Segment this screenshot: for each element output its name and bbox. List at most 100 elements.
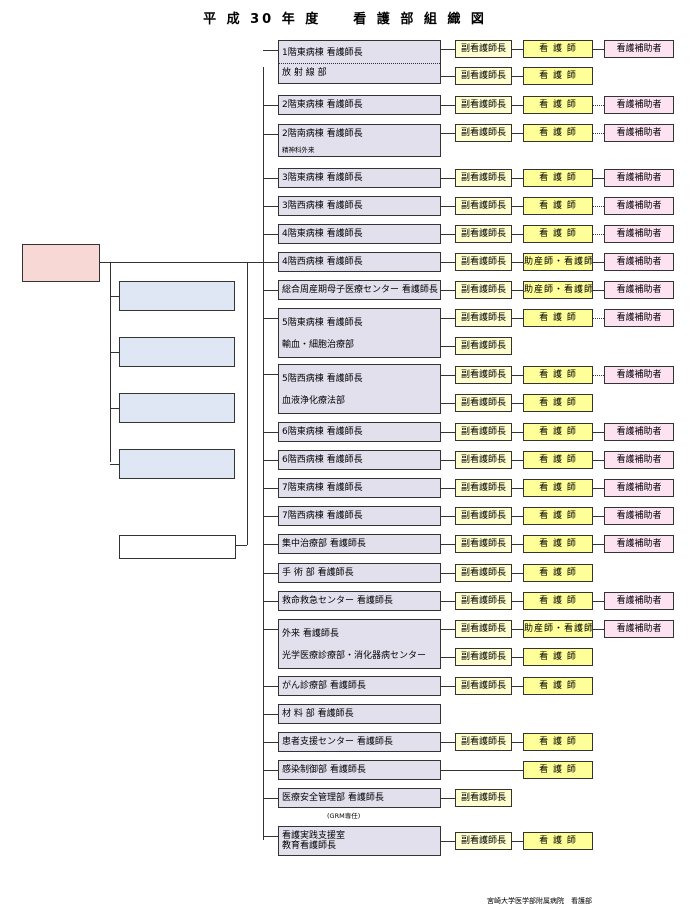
connector-line xyxy=(441,403,455,404)
connector-line xyxy=(441,629,455,630)
connector-line xyxy=(263,798,278,799)
connector-line xyxy=(512,544,523,545)
connector-line xyxy=(263,318,278,319)
connector-line xyxy=(512,629,523,630)
connector-line xyxy=(593,488,604,489)
nurse-box: 看 護 師 xyxy=(523,197,593,215)
connector-line xyxy=(263,601,278,602)
connector-line xyxy=(441,206,455,207)
nurse-box: 看 護 師 xyxy=(523,832,593,850)
connector-line xyxy=(593,178,604,179)
connector-line xyxy=(441,318,455,319)
dotted-connector xyxy=(593,105,604,106)
department-box: 外来 看護師長光学医療診療部・消化器病センター xyxy=(278,619,441,669)
connector-line xyxy=(263,50,278,51)
department-label: 医療安全管理部 看護師長 xyxy=(282,793,384,803)
nursing-assistant-box: 看護補助者 xyxy=(604,96,674,114)
department-label: 看護実践支援室 xyxy=(282,831,346,841)
connector-line xyxy=(441,262,455,263)
department-label: 6階西病棟 看護師長 xyxy=(282,455,363,465)
nursing-assistant-box: 看護補助者 xyxy=(604,281,674,299)
connector-line xyxy=(512,206,523,207)
nursing-director-box xyxy=(22,244,100,282)
connector-line xyxy=(441,105,455,106)
connector-line xyxy=(512,488,523,489)
nursing-assistant-box: 看護補助者 xyxy=(604,124,674,142)
connector-line xyxy=(263,573,278,574)
connector-line xyxy=(593,49,604,50)
department-box: 看護実践支援室教育看護師長 xyxy=(278,826,441,856)
connector-line xyxy=(593,516,604,517)
department-label: 2階東病棟 看護師長 xyxy=(282,100,363,110)
deputy-head-nurse-box: 副看護師長 xyxy=(455,366,512,384)
deputy-head-nurse-box: 副看護師長 xyxy=(455,592,512,610)
connector-line xyxy=(441,488,455,489)
nursing-assistant-box: 看護補助者 xyxy=(604,507,674,525)
deputy-trunk xyxy=(110,262,111,462)
department-label: 4階西病棟 看護師長 xyxy=(282,257,363,267)
dotted-connector xyxy=(593,133,604,134)
deputy-director-box xyxy=(119,393,235,423)
department-label: 血液浄化療法部 xyxy=(282,396,346,406)
chart-title: 平 成 30 年 度 看 護 部 組 織 図 xyxy=(203,12,487,27)
department-box: 材 料 部 看護師長 xyxy=(278,704,441,724)
connector-line xyxy=(441,432,455,433)
department-box: 7階東病棟 看護師長 xyxy=(278,478,441,498)
connector-line xyxy=(263,714,278,715)
connector-line xyxy=(512,234,523,235)
deputy-head-nurse-box: 副看護師長 xyxy=(455,309,512,327)
connector-line xyxy=(593,262,604,263)
connector-line xyxy=(441,544,455,545)
connector-line xyxy=(263,488,278,489)
department-box: 2階南病棟 看護師長精神科外来 xyxy=(278,124,441,157)
dotted-connector xyxy=(593,318,604,319)
connector-line xyxy=(441,346,455,347)
department-label: 患者支援センター 看護師長 xyxy=(282,737,393,747)
dotted-connector xyxy=(593,375,604,376)
department-box: 集中治療部 看護師長 xyxy=(278,534,441,554)
deputy-director-box xyxy=(119,337,235,367)
deputy-head-nurse-box: 副看護師長 xyxy=(455,197,512,215)
connector-line xyxy=(441,742,455,743)
department-label: 6階東病棟 看護師長 xyxy=(282,427,363,437)
connector-line xyxy=(441,686,455,687)
connector-line xyxy=(512,290,523,291)
deputy-head-nurse-box: 副看護師長 xyxy=(455,124,512,142)
deputy-head-nurse-box: 副看護師長 xyxy=(455,169,512,187)
department-label: 総合周産期母子医療センター 看護師長 xyxy=(282,285,438,295)
deputy-director-box xyxy=(119,449,235,479)
nurse-box: 看 護 師 xyxy=(523,169,593,187)
department-label: 2階南病棟 看護師長 xyxy=(282,129,363,139)
connector-line xyxy=(263,770,278,771)
nurse-box: 看 護 師 xyxy=(523,40,593,58)
department-box: 2階東病棟 看護師長 xyxy=(278,95,441,115)
dotted-connector xyxy=(593,206,604,207)
deputy-head-nurse-box: 副看護師長 xyxy=(455,789,512,807)
department-box: 6階東病棟 看護師長 xyxy=(278,422,441,442)
deputy-director-box xyxy=(119,281,235,311)
nurse-box: 看 護 師 xyxy=(523,366,593,384)
nurse-box: 看 護 師 xyxy=(523,761,593,779)
nursing-assistant-box: 看護補助者 xyxy=(604,169,674,187)
department-label: 感染制御部 看護師長 xyxy=(282,765,366,775)
connector-line xyxy=(110,352,119,353)
connector-line xyxy=(441,798,455,799)
department-box: 4階西病棟 看護師長 xyxy=(278,252,441,272)
connector-line xyxy=(263,206,278,207)
department-box: 6階西病棟 看護師長 xyxy=(278,450,441,470)
connector-line xyxy=(263,262,278,263)
nursing-assistant-box: 看護補助者 xyxy=(604,620,674,638)
department-label: 光学医療診療部・消化器病センター xyxy=(282,651,427,661)
connector-line xyxy=(441,375,455,376)
nurse-box: 看 護 師 xyxy=(523,309,593,327)
deputy-head-nurse-box: 副看護師長 xyxy=(455,648,512,666)
chief-connector xyxy=(100,262,263,263)
deputy-head-nurse-box: 副看護師長 xyxy=(455,423,512,441)
nurse-box: 看 護 師 xyxy=(523,67,593,85)
dotted-divider xyxy=(279,63,440,64)
deputy-head-nurse-box: 副看護師長 xyxy=(455,253,512,271)
connector-line xyxy=(512,262,523,263)
connector-line xyxy=(441,601,455,602)
deputy-head-nurse-box: 副看護師長 xyxy=(455,479,512,497)
department-label: 5階西病棟 看護師長 xyxy=(282,374,363,384)
